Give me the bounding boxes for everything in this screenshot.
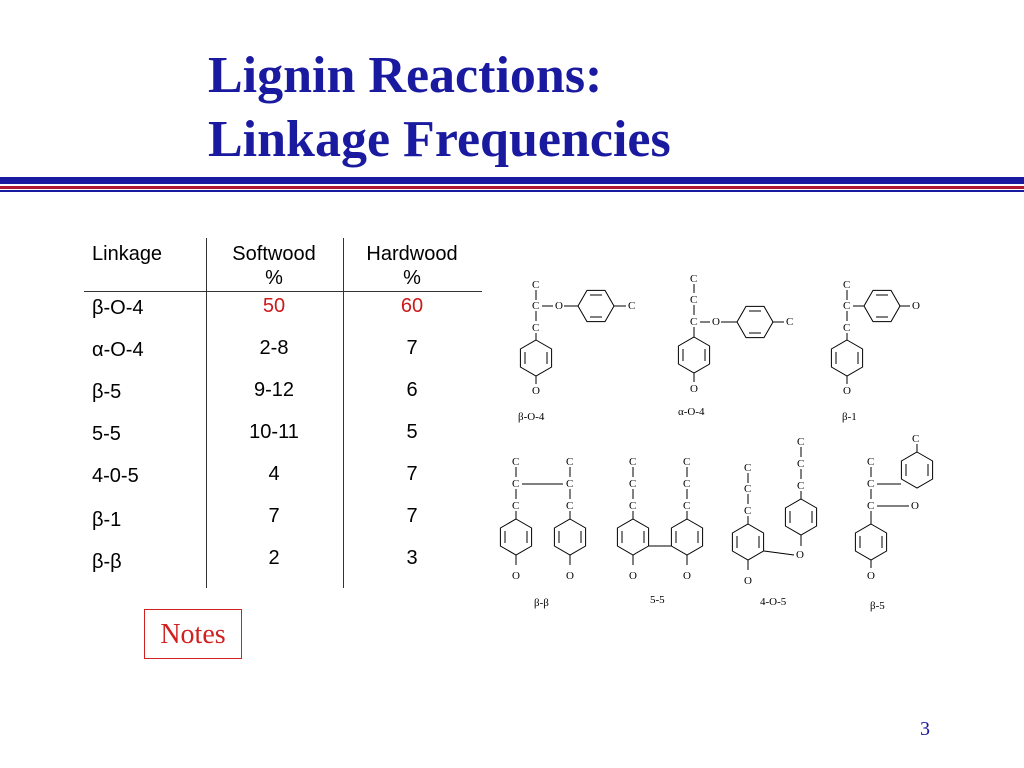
label-beta-5: β-5 bbox=[870, 600, 885, 612]
row-4-hardwood: 5 bbox=[406, 421, 418, 443]
row-3-softwood: 9-12 bbox=[253, 379, 295, 401]
svg-text:C: C bbox=[867, 478, 874, 490]
svg-text:C: C bbox=[629, 500, 636, 512]
svg-text:O: O bbox=[912, 300, 920, 312]
table-divider-2 bbox=[343, 238, 344, 588]
row-5-linkage: 4-0-5 bbox=[92, 465, 139, 487]
svg-text:C: C bbox=[797, 436, 804, 448]
label-5-5: 5-5 bbox=[650, 594, 665, 606]
structure-alpha-o-4: C C C O C O α-O-4 bbox=[677, 273, 793, 418]
svg-text:C: C bbox=[912, 433, 919, 445]
row-4-linkage: 5-5 bbox=[92, 423, 121, 445]
structure-4-o-5: C C C O O C C C 4-O-5 bbox=[731, 436, 818, 608]
svg-text:C: C bbox=[532, 300, 539, 312]
page-number: 3 bbox=[920, 718, 930, 740]
label-beta-beta: β-β bbox=[534, 597, 549, 609]
structure-beta-o-4: C C O C C O β-O-4 bbox=[518, 279, 635, 423]
row-6-hardwood: 7 bbox=[406, 505, 418, 527]
svg-text:C: C bbox=[797, 480, 804, 492]
svg-text:C: C bbox=[629, 478, 636, 490]
row-1-softwood: 50 bbox=[262, 295, 286, 317]
notes-button[interactable]: Notes bbox=[144, 609, 242, 659]
svg-text:C: C bbox=[512, 456, 519, 468]
svg-text:O: O bbox=[712, 316, 720, 328]
row-6-linkage: β-1 bbox=[92, 509, 122, 531]
svg-text:C: C bbox=[744, 462, 751, 474]
structure-beta-beta: C C C O C C C O β-β bbox=[499, 456, 587, 609]
svg-text:C: C bbox=[532, 322, 539, 334]
structure-beta-5: C C C O O C β-5 bbox=[854, 433, 934, 612]
svg-text:C: C bbox=[843, 279, 850, 291]
structure-beta-1: C C O C O β-1 bbox=[830, 279, 920, 423]
row-2-softwood: 2-8 bbox=[259, 337, 289, 359]
svg-text:O: O bbox=[555, 300, 563, 312]
svg-text:O: O bbox=[911, 500, 919, 512]
structure-5-5: C C C O C C C O 5-5 bbox=[616, 456, 704, 606]
svg-text:C: C bbox=[867, 500, 874, 512]
label-alpha-o-4: α-O-4 bbox=[678, 406, 705, 418]
svg-text:C: C bbox=[683, 478, 690, 490]
row-5-softwood: 4 bbox=[268, 463, 280, 485]
svg-text:O: O bbox=[512, 570, 520, 582]
svg-text:C: C bbox=[690, 294, 697, 306]
svg-text:C: C bbox=[629, 456, 636, 468]
row-2-hardwood: 7 bbox=[406, 337, 418, 359]
svg-text:C: C bbox=[566, 456, 573, 468]
row-1-hardwood: 60 bbox=[400, 295, 424, 317]
header-hardwood-unit: % bbox=[403, 267, 421, 289]
svg-text:O: O bbox=[690, 383, 698, 395]
header-linkage: Linkage bbox=[92, 243, 163, 265]
svg-text:C: C bbox=[690, 273, 697, 285]
svg-text:C: C bbox=[628, 300, 635, 312]
svg-text:C: C bbox=[744, 483, 751, 495]
svg-text:C: C bbox=[786, 316, 793, 328]
svg-text:O: O bbox=[629, 570, 637, 582]
svg-text:O: O bbox=[796, 549, 804, 561]
title-rule-red bbox=[0, 186, 1024, 189]
row-7-linkage: β-β bbox=[92, 551, 122, 573]
row-1-linkage: β-O-4 bbox=[92, 297, 144, 319]
svg-text:O: O bbox=[843, 385, 851, 397]
row-6-softwood: 7 bbox=[268, 505, 280, 527]
table-divider-1 bbox=[206, 238, 207, 588]
svg-text:C: C bbox=[843, 300, 850, 312]
svg-text:C: C bbox=[512, 478, 519, 490]
slide-title-line2: Linkage Frequencies bbox=[208, 111, 671, 168]
label-beta-1: β-1 bbox=[842, 411, 857, 423]
svg-text:O: O bbox=[683, 570, 691, 582]
svg-text:O: O bbox=[532, 385, 540, 397]
svg-text:C: C bbox=[683, 500, 690, 512]
row-3-linkage: β-5 bbox=[92, 381, 122, 403]
svg-text:C: C bbox=[532, 279, 539, 291]
title-rule-blue-top bbox=[0, 177, 1024, 184]
svg-text:C: C bbox=[843, 322, 850, 334]
header-hardwood: Hardwood bbox=[366, 243, 458, 265]
svg-text:C: C bbox=[512, 500, 519, 512]
row-5-hardwood: 7 bbox=[406, 463, 418, 485]
header-softwood-unit: % bbox=[265, 267, 283, 289]
header-softwood: Softwood bbox=[232, 243, 316, 265]
svg-text:O: O bbox=[867, 570, 875, 582]
svg-text:C: C bbox=[690, 316, 697, 328]
label-beta-o-4: β-O-4 bbox=[518, 411, 545, 423]
svg-text:O: O bbox=[566, 570, 574, 582]
row-7-softwood: 2 bbox=[268, 547, 280, 569]
row-7-hardwood: 3 bbox=[406, 547, 418, 569]
table-header-rule bbox=[84, 291, 482, 292]
label-4-o-5: 4-O-5 bbox=[760, 596, 787, 608]
row-2-linkage: α-O-4 bbox=[92, 339, 144, 361]
svg-text:C: C bbox=[867, 456, 874, 468]
row-4-softwood: 10-11 bbox=[249, 421, 299, 443]
svg-text:C: C bbox=[683, 456, 690, 468]
svg-text:C: C bbox=[566, 500, 573, 512]
row-3-hardwood: 6 bbox=[406, 379, 418, 401]
slide-title-line1: Lignin Reactions: bbox=[208, 47, 603, 104]
title-rule-blue-bottom bbox=[0, 190, 1024, 192]
svg-text:C: C bbox=[744, 505, 751, 517]
slide-title: Lignin Reactions: Linkage Frequencies bbox=[208, 44, 848, 172]
svg-text:C: C bbox=[797, 458, 804, 470]
svg-text:O: O bbox=[744, 575, 752, 587]
svg-text:C: C bbox=[566, 478, 573, 490]
